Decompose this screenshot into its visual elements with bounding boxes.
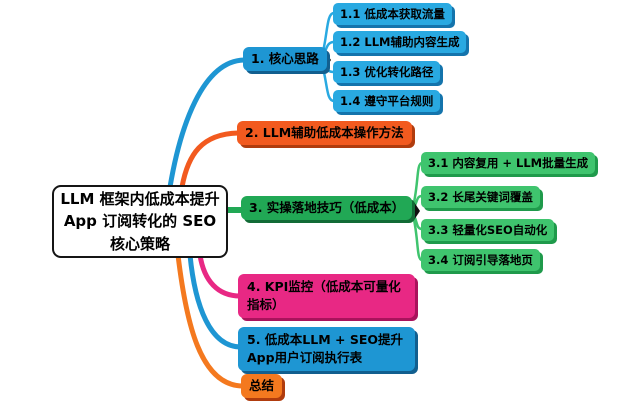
sub-node-3-3[interactable]: 3.3 轻量化SEO自动化 bbox=[421, 219, 555, 241]
link-branch-5 bbox=[187, 252, 244, 350]
sub-node-1-4[interactable]: 1.4 遵守平台规则 bbox=[333, 90, 441, 112]
link-branch-4 bbox=[197, 252, 243, 299]
link-branch-2 bbox=[179, 130, 241, 190]
sub-node-3-2[interactable]: 3.2 长尾关键词覆盖 bbox=[421, 186, 540, 208]
link-branch-1 bbox=[167, 57, 247, 190]
branch-node-execution-table[interactable]: 5. 低成本LLM + SEO提升App用户订阅执行表 bbox=[238, 327, 415, 372]
sub-node-1-1[interactable]: 1.1 低成本获取流量 bbox=[333, 3, 452, 25]
branch-node-core-ideas[interactable]: 1. 核心思路 bbox=[243, 47, 327, 72]
branch-node-practical-tips[interactable]: 3. 实操落地技巧（低成本） bbox=[241, 196, 413, 221]
branch-node-llm-methods[interactable]: 2. LLM辅助低成本操作方法 bbox=[237, 121, 412, 146]
branch-node-kpi-monitoring[interactable]: 4. KPI监控（低成本可量化指标） bbox=[238, 274, 415, 319]
link-branch-summary bbox=[175, 252, 246, 389]
sub-node-3-4[interactable]: 3.4 订阅引导落地页 bbox=[421, 249, 540, 271]
sub-node-1-3[interactable]: 1.3 优化转化路径 bbox=[333, 61, 441, 83]
sub-node-3-1[interactable]: 3.1 内容复用 + LLM批量生成 bbox=[421, 152, 596, 174]
central-topic-node[interactable]: LLM 框架内低成本提升 App 订阅转化的 SEO 核心策略 bbox=[52, 185, 228, 258]
sub-node-1-2[interactable]: 1.2 LLM辅助内容生成 bbox=[333, 31, 467, 53]
branch-node-summary[interactable]: 总结 bbox=[241, 374, 283, 399]
